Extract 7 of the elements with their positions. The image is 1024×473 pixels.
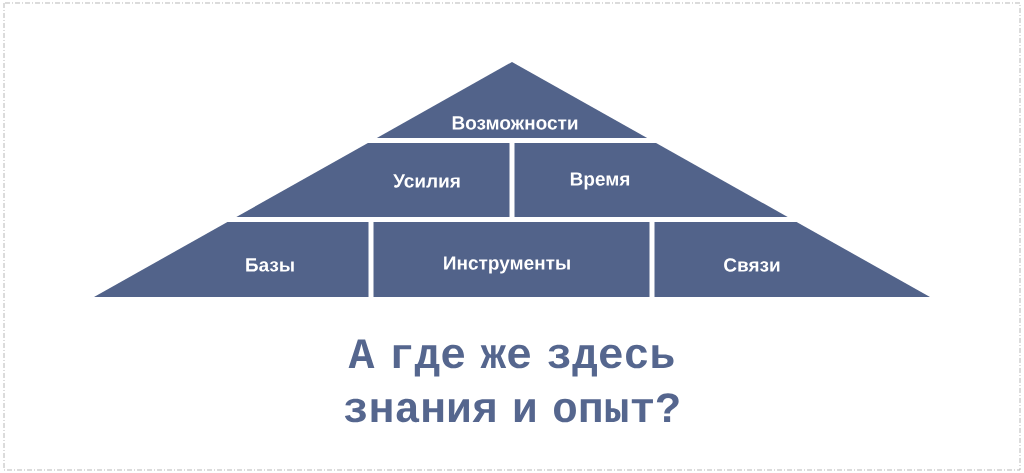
pyramid-segment: Связи <box>654 222 930 297</box>
pyramid-segment: Базы <box>94 222 369 297</box>
pyramid-segment: Усилия <box>236 143 510 217</box>
pyramid-segment: Инструменты <box>373 222 650 297</box>
caption-text: А где же здесь знания и опыт? <box>344 339 679 423</box>
pyramid-segment: Время <box>514 143 788 217</box>
pyramid-segment: Возможности <box>376 62 648 138</box>
